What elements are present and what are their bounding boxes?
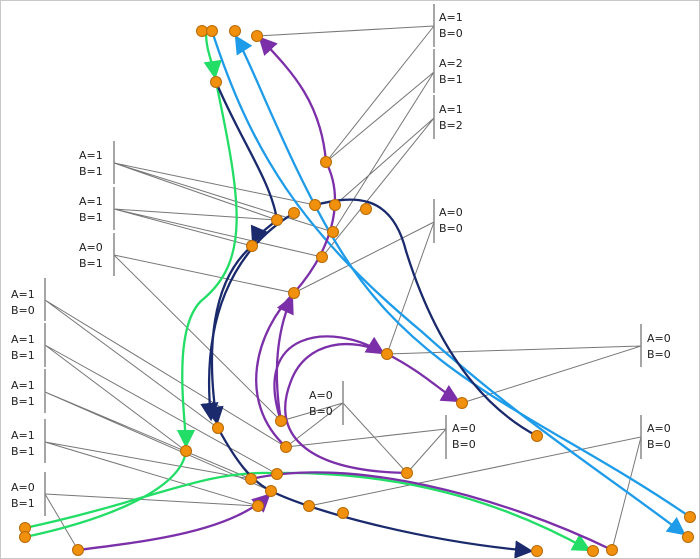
label-fl3: A=1B=1 — [11, 379, 35, 408]
state-node[interactable] — [360, 203, 372, 215]
label-b: B=0 — [309, 405, 333, 418]
label-a: A=2 — [439, 57, 463, 70]
label-a: A=1 — [11, 379, 35, 392]
state-node[interactable] — [19, 531, 31, 543]
label-l3: A=0B=1 — [79, 241, 103, 270]
label-tr3: A=1B=2 — [439, 103, 463, 132]
label-l2: A=1B=1 — [79, 195, 103, 224]
label-m2: A=0B=0 — [452, 422, 476, 451]
state-node[interactable] — [251, 30, 263, 42]
state-node[interactable] — [337, 507, 349, 519]
label-a: A=1 — [79, 149, 103, 162]
label-b: B=2 — [439, 119, 463, 132]
label-a: A=1 — [79, 195, 103, 208]
state-node[interactable] — [401, 467, 413, 479]
label-a: A=1 — [11, 429, 35, 442]
label-fl2: A=1B=1 — [11, 333, 35, 362]
label-tr2: A=2B=1 — [439, 57, 463, 86]
state-node[interactable] — [206, 25, 218, 37]
state-node[interactable] — [229, 25, 241, 37]
state-node[interactable] — [271, 214, 283, 226]
state-node[interactable] — [265, 485, 277, 497]
label-a: A=0 — [439, 206, 463, 219]
label-b: B=0 — [11, 304, 35, 317]
label-r1: A=0B=0 — [439, 206, 463, 235]
label-fl1: A=1B=0 — [11, 288, 35, 317]
label-a: A=1 — [439, 103, 463, 116]
state-node[interactable] — [288, 287, 300, 299]
state-node[interactable] — [320, 156, 332, 168]
label-b: B=1 — [439, 73, 463, 86]
state-node[interactable] — [196, 25, 208, 37]
label-l1: A=1B=1 — [79, 149, 103, 178]
state-node[interactable] — [280, 441, 292, 453]
state-node[interactable] — [456, 397, 468, 409]
state-node[interactable] — [381, 348, 393, 360]
state-node[interactable] — [316, 251, 328, 263]
label-b: B=1 — [11, 445, 35, 458]
label-fl5: A=0B=1 — [11, 481, 35, 510]
state-node[interactable] — [72, 544, 84, 556]
label-a: A=0 — [79, 241, 103, 254]
state-node[interactable] — [329, 199, 341, 211]
state-node[interactable] — [252, 500, 264, 512]
label-b: B=0 — [439, 222, 463, 235]
label-b: B=1 — [11, 497, 35, 510]
state-node[interactable] — [212, 422, 224, 434]
state-node[interactable] — [327, 226, 339, 238]
label-b: B=0 — [439, 27, 463, 40]
label-a: A=1 — [439, 11, 463, 24]
label-b: B=1 — [79, 165, 103, 178]
state-node[interactable] — [246, 240, 258, 252]
label-b: B=1 — [79, 257, 103, 270]
state-node[interactable] — [210, 76, 222, 88]
state-node[interactable] — [245, 473, 257, 485]
state-node[interactable] — [682, 531, 694, 543]
blue-transitions — [210, 30, 691, 536]
state-node[interactable] — [684, 511, 696, 523]
state-node[interactable] — [587, 545, 599, 557]
label-b: B=0 — [647, 348, 671, 361]
label-m3: A=0B=0 — [647, 422, 671, 451]
label-b: B=1 — [11, 349, 35, 362]
state-node[interactable] — [275, 415, 287, 427]
label-a: A=0 — [309, 389, 333, 402]
label-a: A=0 — [452, 422, 476, 435]
label-a: A=1 — [11, 333, 35, 346]
label-m1: A=0B=0 — [309, 389, 333, 418]
label-b: B=1 — [79, 211, 103, 224]
state-node[interactable] — [531, 430, 543, 442]
navy-transitions — [200, 81, 538, 558]
state-nodes — [19, 25, 696, 557]
label-a: A=1 — [11, 288, 35, 301]
state-node[interactable] — [531, 545, 543, 557]
label-b: B=1 — [11, 395, 35, 408]
label-bars — [44, 4, 642, 516]
label-b: B=0 — [452, 438, 476, 451]
state-node[interactable] — [271, 468, 283, 480]
state-node[interactable] — [288, 207, 300, 219]
state-node[interactable] — [303, 500, 315, 512]
leader-lines — [44, 25, 642, 551]
label-a: A=0 — [647, 422, 671, 435]
label-b: B=0 — [647, 438, 671, 451]
label-r2: A=0B=0 — [647, 332, 671, 361]
label-fl4: A=1B=1 — [11, 429, 35, 458]
label-a: A=0 — [11, 481, 35, 494]
label-a: A=0 — [647, 332, 671, 345]
label-tr1: A=1B=0 — [439, 11, 463, 40]
annotation-labels: A=1B=0 A=2B=1 A=1B=2 A=1B=1 A=1B=1 A=0B=… — [11, 11, 671, 510]
state-node[interactable] — [606, 544, 618, 556]
purple-transitions — [77, 36, 613, 552]
state-node[interactable] — [180, 445, 192, 457]
state-node[interactable] — [309, 199, 321, 211]
